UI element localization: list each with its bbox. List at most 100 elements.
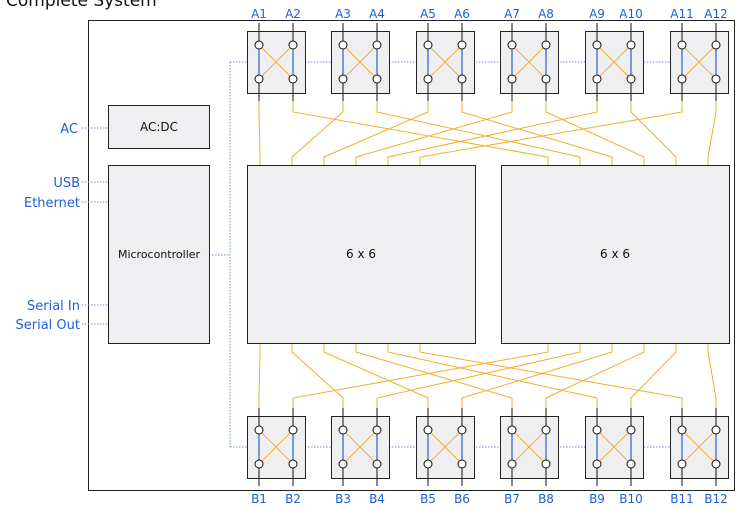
relay-contact <box>592 40 602 50</box>
relay-contact <box>288 40 298 50</box>
top-wire <box>707 93 717 165</box>
bottom-wire <box>707 343 717 416</box>
matrix-left-label: 6 x 6 <box>346 247 376 261</box>
relay-contact <box>711 74 721 84</box>
relay-contact <box>423 425 433 435</box>
top-wire <box>545 93 645 165</box>
relay-contact <box>677 74 687 84</box>
relay-contact <box>288 425 298 435</box>
relay-contact <box>423 40 433 50</box>
top-wire <box>630 93 677 165</box>
relay-contact <box>711 425 721 435</box>
bottom-wire <box>323 343 429 416</box>
bottom-port-label: B2 <box>285 492 301 506</box>
relay-contact <box>338 74 348 84</box>
bottom-relay-module <box>585 408 644 486</box>
bottom-wire <box>291 343 344 416</box>
bottom-port-label: B7 <box>504 492 520 506</box>
matrix-left-block <box>247 165 476 344</box>
relay-contact <box>626 425 636 435</box>
relay-contact <box>457 459 467 469</box>
top-port-label: A1 <box>251 7 267 21</box>
system-frame <box>88 20 735 491</box>
top-wire <box>387 93 598 165</box>
ethernet-label: Ethernet <box>24 196 80 211</box>
microcontroller-label: Microcontroller <box>118 248 201 261</box>
bottom-wire <box>355 343 513 416</box>
relay-contact <box>626 459 636 469</box>
top-wire <box>292 93 549 165</box>
external-connections <box>82 127 108 325</box>
top-port-label: A5 <box>420 7 436 21</box>
top-relay-module <box>500 23 559 101</box>
relay-contact <box>507 459 517 469</box>
top-relay-module <box>331 23 390 101</box>
bottom-port-label: B11 <box>670 492 694 506</box>
relay-contact <box>711 40 721 50</box>
relay-contact <box>711 459 721 469</box>
relay-contact <box>457 74 467 84</box>
bottom-wire <box>387 343 598 416</box>
relay-contact <box>254 459 264 469</box>
bottom-relay-module <box>247 408 306 486</box>
bottom-wire <box>258 343 261 416</box>
port-labels: A1B1A2B2A3B3A4B4A5B5A6B6A7B7A8B8A9B9A10B… <box>251 7 728 506</box>
relay-contact <box>254 74 264 84</box>
relay-contact <box>457 40 467 50</box>
bottom-port-label: B10 <box>619 492 643 506</box>
relay-contact <box>592 74 602 84</box>
top-port-label: A10 <box>619 7 642 21</box>
bottom-relay-module <box>500 408 559 486</box>
top-port-label: A6 <box>454 7 470 21</box>
bottom-wire <box>461 343 613 416</box>
relay-contact <box>288 74 298 84</box>
bottom-port-label: B8 <box>538 492 554 506</box>
serial-out-label: Serial Out <box>16 318 81 333</box>
top-relay-module <box>416 23 475 101</box>
top-port-label: A3 <box>335 7 351 21</box>
bottom-port-label: B4 <box>369 492 385 506</box>
bottom-relay-module <box>670 408 729 486</box>
relay-contact <box>541 425 551 435</box>
top-wire <box>419 93 683 165</box>
top-port-label: A2 <box>285 7 301 21</box>
relay-contact <box>338 459 348 469</box>
top-port-label: A4 <box>369 7 385 21</box>
relay-modules <box>247 23 729 486</box>
relay-contact <box>372 40 382 50</box>
bottom-wire <box>630 343 677 416</box>
top-port-label: A7 <box>504 7 520 21</box>
top-wire <box>376 93 581 165</box>
relay-contact <box>541 74 551 84</box>
top-relay-module <box>247 23 306 101</box>
relay-contact <box>592 425 602 435</box>
bottom-relay-module <box>416 408 475 486</box>
relay-contact <box>677 425 687 435</box>
top-wire <box>291 93 344 165</box>
bottom-port-label: B12 <box>704 492 728 506</box>
bottom-port-label: B9 <box>589 492 605 506</box>
bottom-port-label: B5 <box>420 492 436 506</box>
ac-label: AC <box>60 122 78 137</box>
bottom-port-label: B1 <box>251 492 267 506</box>
relay-contact <box>254 40 264 50</box>
bottom-wire <box>292 343 549 416</box>
relay-contact <box>541 40 551 50</box>
microcontroller-block <box>108 165 210 344</box>
relay-contact <box>507 74 517 84</box>
relay-contact <box>338 40 348 50</box>
relay-contact <box>372 459 382 469</box>
top-port-label: A9 <box>589 7 605 21</box>
relay-contact <box>541 459 551 469</box>
relay-contact <box>423 74 433 84</box>
top-wire <box>461 93 613 165</box>
relay-contact <box>507 425 517 435</box>
relay-contact <box>677 459 687 469</box>
relay-contact <box>457 425 467 435</box>
relay-contact <box>592 459 602 469</box>
bottom-wire <box>419 343 683 416</box>
bottom-port-label: B3 <box>335 492 351 506</box>
top-wire <box>323 93 429 165</box>
